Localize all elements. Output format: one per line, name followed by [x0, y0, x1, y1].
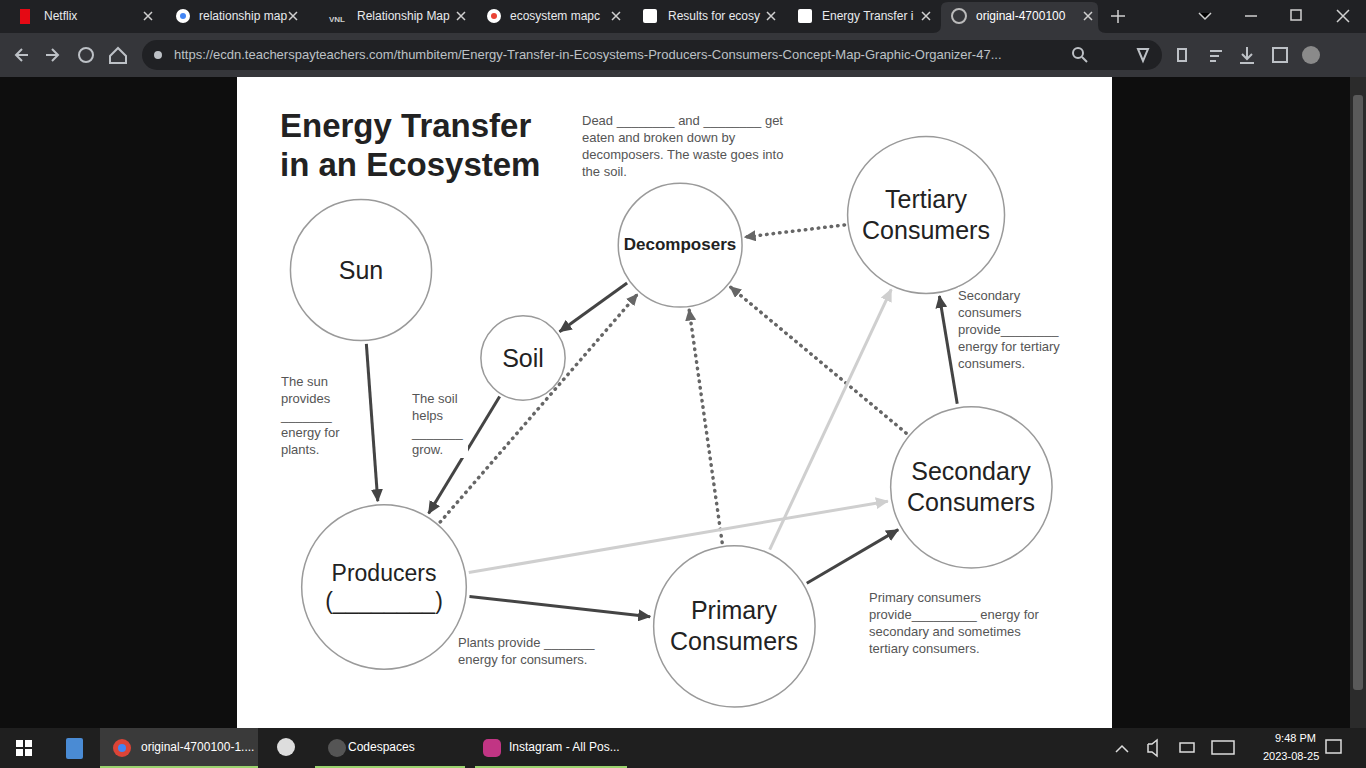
- edge-label: Plants provide _______ energy for consum…: [458, 634, 608, 668]
- energy-arrow: [560, 283, 628, 332]
- energy-arrow: [939, 296, 957, 404]
- clock-date: 2023-08-25: [1263, 749, 1319, 764]
- tab-title: original-4700100: [976, 9, 1065, 24]
- edge-label: The soil helps _______ grow.: [412, 390, 468, 458]
- energy-arrow: [366, 344, 377, 501]
- dotted-arrow: [745, 225, 845, 237]
- circle-outline: [300, 503, 468, 671]
- concept-circle: Secondary Consumers: [889, 405, 1054, 570]
- node-text: Secondary Consumers: [901, 456, 1041, 517]
- edge-label: Secondary consumers provide________ ener…: [958, 287, 1073, 372]
- tab-title: relationship map: [199, 9, 287, 24]
- circle-outline: [652, 544, 817, 709]
- address-url: https://ecdn.teacherspayteachers.com/thu…: [174, 47, 1002, 62]
- dotted-arrow: [440, 294, 637, 522]
- energy-arrow: [469, 501, 888, 572]
- concept-circle: Soil: [480, 315, 566, 401]
- concept-circle: Decomposers: [617, 182, 743, 308]
- concept-circle: Sun: [289, 198, 433, 342]
- taskbar-title: Instagram - All Pos...: [509, 740, 620, 755]
- edge-label: Primary consumers provide_________ energ…: [869, 589, 1059, 657]
- energy-arrow: [469, 597, 650, 617]
- edge-label: The sun provides _______ energy for plan…: [281, 373, 353, 458]
- node-text: Sun: [339, 255, 383, 286]
- node-text: (________): [325, 587, 443, 615]
- concept-circle: Primary Consumers: [652, 544, 817, 709]
- tab-title: Netflix: [44, 9, 77, 24]
- concept-circle: Tertiary Consumers: [846, 135, 1006, 295]
- tab-icon-text: VNL: [329, 12, 345, 27]
- taskbar-title: Codespaces: [348, 740, 415, 755]
- concept-circle: Producers(________): [300, 503, 468, 671]
- circle-outline: [889, 405, 1054, 570]
- node-text: Primary Consumers: [664, 595, 804, 656]
- diagram-title: Energy Transfer in an Ecosystem: [280, 106, 560, 184]
- tab-title: ecosystem mapc: [510, 9, 600, 24]
- tab-title: Relationship Map: [357, 9, 450, 24]
- clock-time: 9:48 PM: [1275, 731, 1316, 746]
- dotted-arrow: [689, 310, 722, 543]
- dotted-arrow: [730, 287, 906, 433]
- tab-title: Results for ecosy: [668, 9, 760, 24]
- note-text: Dead ________ and ________ get eaten and…: [582, 112, 800, 180]
- circle-outline: [846, 135, 1006, 295]
- energy-arrow: [770, 289, 892, 549]
- node-text: Tertiary Consumers: [858, 184, 993, 245]
- node-text: Decomposers: [624, 235, 736, 256]
- energy-arrow: [807, 530, 898, 584]
- taskbar-title: original-4700100-1....: [141, 740, 254, 755]
- node-text: Soil: [502, 343, 544, 374]
- tab-title: Energy Transfer i: [822, 9, 913, 24]
- node-text: Producers: [332, 559, 437, 587]
